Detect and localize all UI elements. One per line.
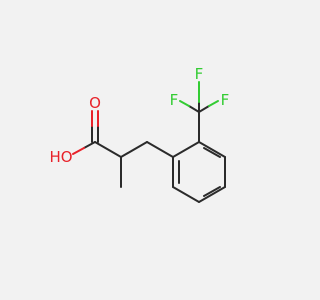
ring-bond-2: [172, 186, 200, 203]
bond-c3-ring: [146, 141, 174, 158]
bond-c1-oh: [83, 141, 96, 149]
ring-bond-6: [172, 141, 200, 158]
ring-inner-bond-3: [203, 147, 221, 158]
fluorine-right-label: F: [221, 91, 230, 109]
bond-cf3-f-right-green: [208, 100, 219, 107]
ring-bond-5: [198, 141, 226, 158]
ring-bond-3: [198, 186, 226, 203]
bond-cf3-f-left-green: [179, 100, 190, 107]
fluorine-top-label: F: [195, 65, 204, 83]
hydroxyl-label: HO: [49, 148, 72, 166]
bond-c1-c2: [94, 141, 122, 158]
bond-cf3-f-left: [188, 105, 200, 113]
bond-cf3-f-right: [198, 105, 210, 113]
bond-c2-c3: [120, 141, 148, 158]
bond-c1-oh-red: [72, 147, 85, 155]
ring-inner-bond-2: [203, 186, 221, 197]
fluorine-left-label: F: [170, 91, 179, 109]
carbonyl-oxygen-label: O: [89, 94, 101, 112]
molecule-structure-diagram: O HO F F F: [49, 65, 230, 203]
